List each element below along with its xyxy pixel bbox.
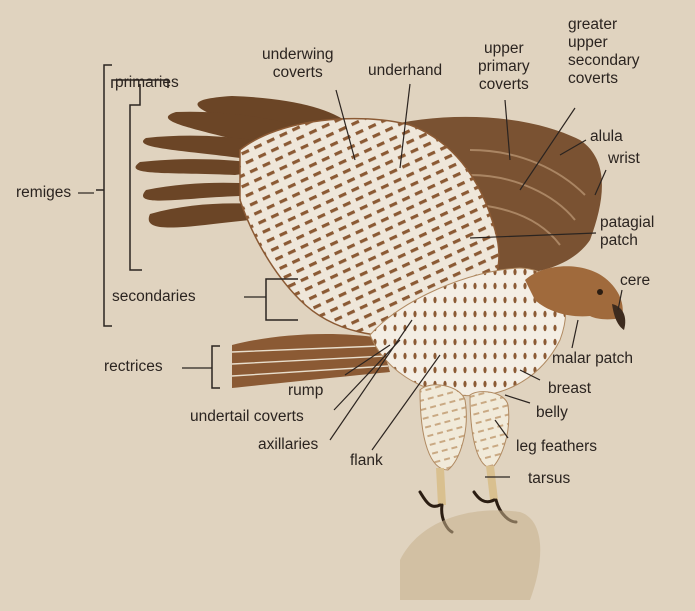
label-secondaries: secondaries: [112, 288, 196, 306]
label-malar-patch: malar patch: [552, 350, 633, 368]
label-breast: breast: [548, 380, 591, 398]
label-axillaries: axillaries: [258, 436, 318, 454]
label-remiges: remiges: [16, 184, 71, 202]
label-underhand: underhand: [368, 62, 442, 80]
label-cere: cere: [620, 272, 650, 290]
label-patagial-patch: patagial patch: [600, 214, 654, 250]
tarsus: [436, 466, 498, 505]
perch: [400, 510, 540, 600]
label-primaries: primaries: [115, 74, 179, 92]
label-flank: flank: [350, 452, 383, 470]
leg-feathers: [420, 385, 466, 470]
label-wrist: wrist: [608, 150, 640, 168]
label-underwing-coverts: underwing coverts: [262, 46, 334, 82]
label-rectrices: rectrices: [104, 358, 163, 376]
label-leg-feathers: leg feathers: [516, 438, 597, 456]
label-alula: alula: [590, 128, 623, 146]
label-belly: belly: [536, 404, 568, 422]
label-tarsus: tarsus: [528, 470, 570, 488]
label-rump: rump: [288, 382, 323, 400]
label-undertail-coverts: undertail coverts: [190, 408, 304, 426]
label-upper-primary-coverts: upper primary coverts: [478, 40, 530, 94]
label-greater-upper-secondary-coverts: greater upper secondary coverts: [568, 16, 640, 88]
